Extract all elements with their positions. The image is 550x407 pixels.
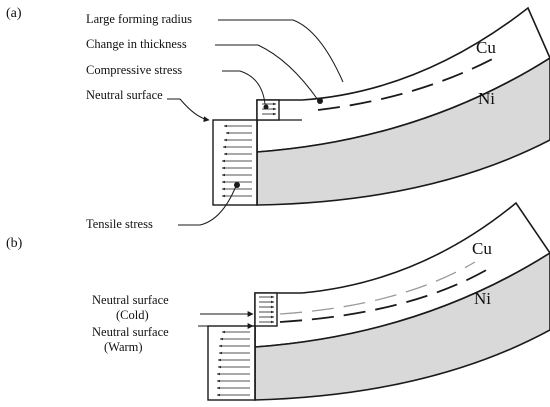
- panel-a-cu-label: Cu: [476, 38, 496, 57]
- panel-b-compressive-block: [254, 292, 278, 327]
- panel-b-cold-neutral-line: [279, 261, 476, 315]
- panel-b-warm-neutral-line: [279, 267, 491, 323]
- panel-a-compressive-arrows: [262, 102, 277, 116]
- panel-a: (a): [6, 6, 550, 231]
- leader-neutral-surface: [167, 98, 210, 123]
- label-neutral-surface-warm-2: (Warm): [104, 340, 143, 354]
- panel-a-tensile-block: [212, 119, 258, 206]
- label-tensile-stress: Tensile stress: [86, 217, 153, 231]
- panel-b-compressive-arrows: [259, 295, 275, 324]
- leader-tensile-stress: [178, 185, 237, 226]
- dot-change-in-thickness: [317, 98, 323, 104]
- panel-b-ni-layer: [254, 252, 550, 401]
- panel-b-tag: (b): [6, 236, 23, 251]
- dot-compressive-stress: [263, 104, 269, 110]
- leader-change-in-thickness: [215, 44, 319, 101]
- leader-compressive-stress: [222, 70, 266, 105]
- panel-a-ni-layer: [256, 57, 550, 206]
- panel-a-tag: (a): [6, 6, 22, 21]
- panel-a-tensile-arrows: [221, 124, 252, 198]
- panel-b-ni-label: Ni: [474, 289, 491, 308]
- label-compressive-stress: Compressive stress: [86, 63, 182, 77]
- panel-b-cu-label: Cu: [472, 239, 492, 258]
- label-neutral-surface: Neutral surface: [86, 88, 163, 102]
- panel-a-ni-label: Ni: [478, 89, 495, 108]
- label-change-in-thickness: Change in thickness: [86, 37, 187, 51]
- panel-a-compressive-block: [256, 99, 280, 121]
- label-neutral-surface-cold-1: Neutral surface: [92, 293, 169, 307]
- label-neutral-surface-cold-2: (Cold): [116, 308, 149, 322]
- panel-a-cu-dashed-line: [317, 54, 501, 111]
- leader-large-forming-radius: [218, 19, 344, 83]
- label-neutral-surface-warm-1: Neutral surface: [92, 325, 169, 339]
- panel-b-tensile-arrows: [216, 330, 250, 397]
- label-large-forming-radius: Large forming radius: [86, 12, 192, 26]
- panel-b: (b): [6, 201, 550, 401]
- dot-tensile-stress: [234, 182, 240, 188]
- panel-b-tensile-block: [207, 325, 256, 401]
